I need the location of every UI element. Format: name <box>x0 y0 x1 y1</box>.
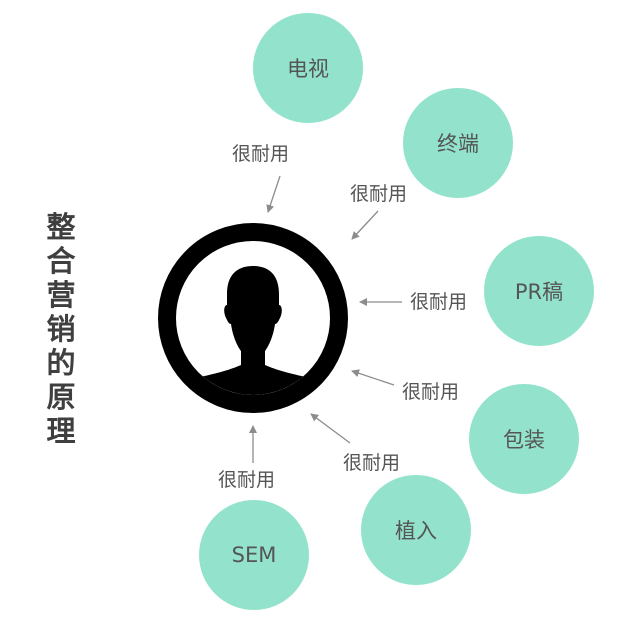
node-placement-label: 植入 <box>395 519 437 543</box>
edge-label-tv: 很耐用 <box>232 143 290 165</box>
arrow-terminal <box>351 210 379 240</box>
arrow-packaging <box>351 369 395 386</box>
node-terminal-label: 终端 <box>437 132 479 156</box>
edge-label-pr: 很耐用 <box>410 291 468 313</box>
node-tv-label: 电视 <box>287 57 329 81</box>
node-placement: 植入 <box>361 475 471 585</box>
arrow-placement <box>310 413 351 444</box>
node-tv: 电视 <box>253 13 363 123</box>
edge-label-placement: 很耐用 <box>343 452 401 474</box>
node-sem: SEM <box>199 500 309 610</box>
edge-label-terminal: 很耐用 <box>350 183 408 205</box>
node-pr-label: PR稿 <box>514 280 564 304</box>
node-packaging: 包装 <box>469 384 579 494</box>
node-pr: PR稿 <box>484 236 594 346</box>
person-avatar-icon <box>158 223 348 413</box>
node-packaging-label: 包装 <box>503 428 545 452</box>
node-terminal: 终端 <box>403 88 513 198</box>
diagram-title: 整合营销的原理 <box>46 210 76 448</box>
edge-label-packaging: 很耐用 <box>402 381 460 403</box>
arrow-tv <box>266 175 281 213</box>
node-sem-label: SEM <box>231 543 277 567</box>
edge-label-sem: 很耐用 <box>218 469 276 491</box>
